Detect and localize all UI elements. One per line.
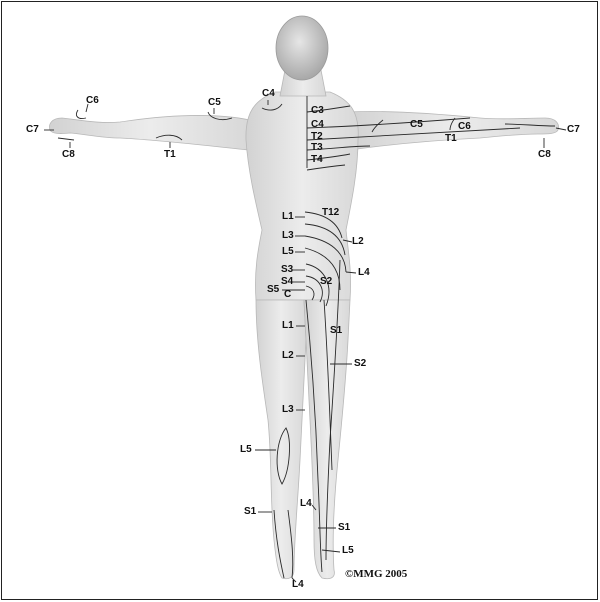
label-t12: T12 (322, 208, 339, 218)
label-c4-top: C4 (262, 89, 275, 99)
copyright-notice: ©MMG 2005 (345, 568, 407, 580)
label-s1-calf: S1 (244, 507, 256, 517)
label-c8-left: C8 (62, 150, 75, 160)
label-t4: T4 (311, 155, 323, 165)
label-s5: S5 (267, 285, 279, 295)
label-c7-right: C7 (567, 125, 580, 135)
label-l2-top: L2 (352, 237, 364, 247)
label-c4: C4 (311, 120, 324, 130)
label-t1-left: T1 (164, 150, 176, 160)
label-s2-top: S2 (320, 277, 332, 287)
label-l2-thigh: L2 (282, 351, 294, 361)
label-l5-top: L5 (282, 247, 294, 257)
label-c5-right: C5 (410, 120, 423, 130)
label-l4-shin: L4 (300, 499, 312, 509)
label-l5-calf: L5 (240, 445, 252, 455)
label-c3: C3 (311, 106, 324, 116)
head (276, 16, 328, 80)
label-l3-top: L3 (282, 231, 294, 241)
label-l3-knee: L3 (282, 405, 294, 415)
label-l1-thigh: L1 (282, 321, 294, 331)
label-t1-right: T1 (445, 134, 457, 144)
label-s4: S4 (281, 277, 293, 287)
label-c6-right: C6 (458, 122, 471, 132)
label-l4-foot: L4 (292, 580, 304, 590)
label-s2-thigh: S2 (354, 359, 366, 369)
label-c: C (284, 290, 291, 300)
label-c8-right: C8 (538, 150, 551, 160)
label-c5-left: C5 (208, 98, 221, 108)
label-s3: S3 (281, 265, 293, 275)
label-c7-left: C7 (26, 125, 39, 135)
label-l4-top: L4 (358, 268, 370, 278)
label-l5-ankle: L5 (342, 546, 354, 556)
label-s1-ankle: S1 (338, 523, 350, 533)
label-s1-thigh: S1 (330, 326, 342, 336)
label-t3: T3 (311, 143, 323, 153)
label-l1-top: L1 (282, 212, 294, 222)
label-t2: T2 (311, 132, 323, 142)
label-c6-left: C6 (86, 96, 99, 106)
